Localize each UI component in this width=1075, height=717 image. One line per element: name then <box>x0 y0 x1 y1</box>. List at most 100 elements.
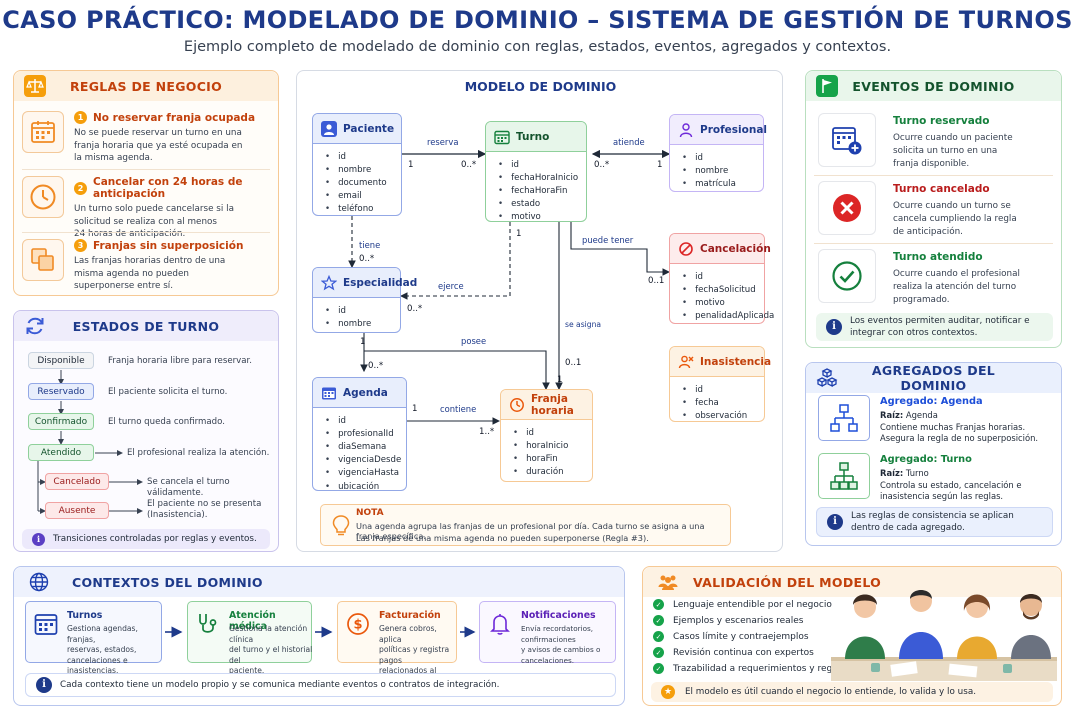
eventos-footer: i Los eventos permiten auditar, notifica… <box>816 313 1053 341</box>
aggregate-line: Asegura la regla de no superposición. <box>880 433 1039 444</box>
nota-line: Las franjas de una misma agenda no puede… <box>356 533 649 543</box>
attr: horaFin <box>513 452 592 465</box>
aggregate-line: Controla su estado, cancelación e <box>880 479 1022 490</box>
star-icon <box>321 274 337 290</box>
footer-line: Las reglas de consistencia se aplican <box>851 511 1014 521</box>
attr: email <box>325 190 401 203</box>
attr: profesionalId <box>325 427 406 440</box>
regla-desc-line: misma agenda no pueden <box>74 268 189 279</box>
regla-desc-line: Un turno solo puede cancelarse si la <box>74 204 234 214</box>
event-desc-line: solicita un turno en una <box>893 145 998 156</box>
validation-text: Revisión continua con expertos <box>673 647 814 658</box>
event-turno-atendido: Turno atendido Ocurre cuando el profesio… <box>818 249 1048 305</box>
attr-list: id horaInicio horaFin duración <box>501 420 592 479</box>
multiplicity: 1 <box>557 375 563 385</box>
agregados-header: AGREGADOS DEL DOMINIO <box>806 363 1061 393</box>
state-desc: Franja horaria libre para reservar. <box>108 356 252 366</box>
validacion-panel: VALIDACIÓN DEL MODELO ✓Lenguaje entendib… <box>642 566 1062 706</box>
clock-icon <box>22 176 64 218</box>
attr: estado <box>498 198 586 211</box>
context-turnos: Turnos Gestiona agendas, franjas, reserv… <box>25 601 162 675</box>
multiplicity: 1 <box>412 404 418 414</box>
clock-icon <box>510 397 524 412</box>
state-disponible: Disponible <box>28 352 94 369</box>
validacion-header: VALIDACIÓN DEL MODELO <box>643 567 1061 597</box>
attr-list: id nombre documento email teléfono <box>313 144 401 216</box>
multiplicity: 0..* <box>368 361 384 371</box>
attr: observación <box>682 409 764 422</box>
validation-item: ✓ Ejemplos y escenarios reales <box>653 615 803 626</box>
aggregate-desc: Raíz: Agenda Contiene muchas Franjas hor… <box>880 410 1060 445</box>
event-desc-line: realiza la atención del turno <box>893 281 1017 292</box>
rel-label-se-asigna: se asigna <box>565 320 602 329</box>
bell-icon <box>490 614 510 635</box>
agregados-title: AGREGADOS DEL DOMINIO <box>871 363 996 393</box>
class-turno: Turno id fechaHoraInicio fechaHoraFin es… <box>485 121 587 222</box>
divider <box>814 243 1053 244</box>
class-header: Turno <box>486 122 586 152</box>
event-desc-line: Ocurre cuando el profesional <box>893 269 1020 279</box>
rel-label-atiende: atiende <box>613 137 645 147</box>
validation-text: Trazabilidad a requerimientos y reglas <box>673 663 845 674</box>
page-subtitle: Ejemplo completo de modelado de dominio … <box>183 39 892 55</box>
check-icon: ✓ <box>653 615 664 626</box>
reglas-header: REGLAS DE NEGOCIO <box>14 71 278 101</box>
agregados-footer: i Las reglas de consistencia se aplican … <box>816 507 1053 537</box>
class-paciente: Paciente id nombre documento email teléf… <box>312 113 402 216</box>
multiplicity: 0..1 <box>565 358 582 368</box>
multiplicity: 1 <box>408 160 414 170</box>
regla-desc-line: la misma agenda. <box>74 153 153 163</box>
contextos-footer-text: Cada contexto tiene un modelo propio y s… <box>60 680 500 690</box>
class-header: Cancelación <box>670 234 771 264</box>
rel-label-puede-tener: puede tener <box>582 235 634 245</box>
event-title: Turno cancelado <box>893 183 990 195</box>
context-desc-line: del turno y el historial del <box>229 645 313 665</box>
class-name: Especialidad <box>343 276 418 289</box>
context-facturacion: $ Facturación Genera cobros, aplica polí… <box>337 601 457 686</box>
class-inasistencia: Inasistencia id fecha observación <box>669 346 771 422</box>
estados-footer: i Transiciones controladas por reglas y … <box>22 529 270 549</box>
check-icon: ✓ <box>653 631 664 642</box>
attr-list: id nombre matrícula <box>670 145 763 191</box>
attr: id <box>325 414 406 427</box>
state-confirmado: Confirmado <box>28 413 94 430</box>
rel-label-posee: posee <box>461 336 487 346</box>
validation-text: Ejemplos y escenarios reales <box>673 615 804 626</box>
divider <box>22 169 270 170</box>
event-desc: Ocurre cuando un turno se cancela cumpli… <box>893 200 1053 238</box>
modelo-panel: MODELO DE DOMINIO Paciente id no <box>296 70 783 552</box>
regla-title: No reservar franja ocupada <box>93 111 256 124</box>
balance-scale-icon <box>24 75 46 97</box>
rel-label-ejerce: ejerce <box>438 281 464 291</box>
check-icon: ✓ <box>653 647 664 658</box>
rel-label-reserva: reserva <box>427 137 459 147</box>
multiplicity: 1 <box>360 337 366 347</box>
state-desc: El paciente no se presenta (Inasistencia… <box>147 499 261 521</box>
check-circle-icon <box>818 249 876 303</box>
attr: fecha <box>682 396 764 409</box>
context-atencion-medica: Atención médica Gestiona la atención clí… <box>187 601 313 675</box>
info-icon: i <box>32 532 45 546</box>
class-header: Especialidad <box>313 268 417 298</box>
event-desc-line: cancela cumpliendo la regla <box>893 213 1017 224</box>
class-header: Inasistencia <box>670 347 771 377</box>
state-desc: Se cancela el turno válidamente. <box>147 477 230 498</box>
regla-num: 3 <box>74 239 87 252</box>
attr: id <box>682 270 764 283</box>
calendar-icon <box>22 111 64 153</box>
context-desc-line: y avisos de cambios o <box>521 645 601 655</box>
refresh-cycle-icon <box>24 315 46 337</box>
attr: fechaHoraInicio <box>498 171 586 184</box>
context-desc-line: cancelaciones e inasistencias. <box>67 655 128 676</box>
regla-num: 2 <box>74 181 87 195</box>
relation-lines <box>348 149 671 425</box>
regla-desc: Las franjas horarias dentro de una misma… <box>74 255 243 293</box>
context-desc-line: Gestiona la atención clínica <box>229 624 308 644</box>
context-title: Atención médica <box>229 610 276 632</box>
validation-item: ✓Trazabilidad a requerimientos y reglas <box>653 663 845 674</box>
attr: id <box>498 158 586 171</box>
class-name: Turno <box>516 130 550 143</box>
multiplicity: 0..1 <box>648 276 665 286</box>
class-name: Agenda <box>343 386 388 399</box>
event-desc-line: Ocurre cuando un turno se <box>893 201 1011 211</box>
